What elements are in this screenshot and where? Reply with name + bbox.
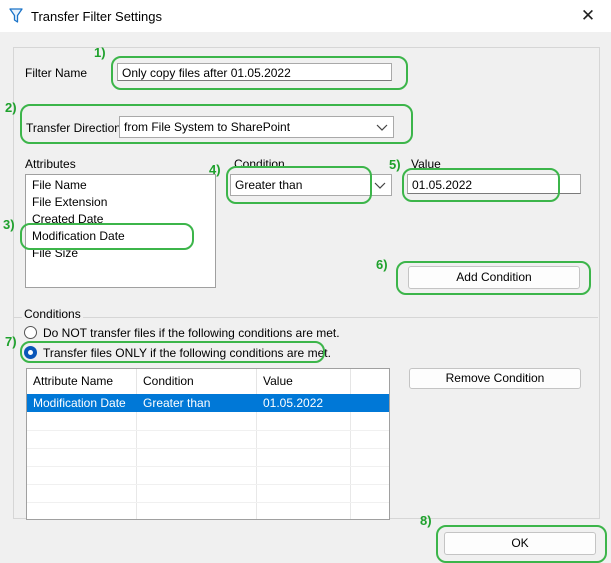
annotation-outline-4: [226, 166, 372, 204]
filter-icon: [9, 8, 23, 23]
grid-line: [136, 394, 137, 519]
conditions-table[interactable]: Attribute Name Condition Value Modificat…: [26, 368, 390, 520]
grid-line: [27, 430, 389, 431]
cell-value: 01.05.2022: [263, 396, 324, 410]
cell-attribute: Modification Date: [33, 396, 126, 410]
annotation-outline-7: [20, 341, 325, 363]
annotation-outline-3: [20, 223, 194, 250]
grid-line: [27, 484, 389, 485]
value-label: Value: [411, 157, 441, 171]
grid-line: [27, 502, 389, 503]
close-button[interactable]: ✕: [580, 6, 596, 25]
conditions-table-header: Attribute Name Condition Value: [27, 369, 389, 395]
column-header-condition[interactable]: Condition: [137, 369, 257, 394]
annotation-number-4: 4): [209, 162, 221, 177]
filter-name-input[interactable]: Only copy files after 01.05.2022: [117, 63, 392, 81]
annotation-outline-8: [436, 525, 607, 563]
attribute-item-created-date[interactable]: Created Date: [32, 212, 104, 226]
transfer-direction-value: from File System to SharePoint: [124, 120, 291, 134]
remove-condition-button[interactable]: Remove Condition: [409, 368, 581, 389]
transfer-direction-label: Transfer Direction: [26, 121, 121, 135]
radio-transfer-only-label[interactable]: Transfer files ONLY if the following con…: [43, 346, 331, 360]
grid-line: [27, 466, 389, 467]
column-header-value[interactable]: Value: [257, 369, 351, 394]
condition-value: Greater than: [235, 178, 303, 192]
annotation-number-5: 5): [389, 157, 401, 172]
ok-button[interactable]: OK: [444, 532, 596, 555]
annotation-number-7: 7): [5, 334, 17, 349]
chevron-down-icon: [374, 182, 386, 189]
table-row[interactable]: Modification Date Greater than 01.05.202…: [27, 394, 389, 412]
conditions-group-label: Conditions: [22, 307, 83, 321]
attribute-item-file-extension[interactable]: File Extension: [32, 195, 108, 209]
chevron-down-icon: [376, 124, 388, 131]
window-title: Transfer Filter Settings: [31, 9, 163, 24]
filter-name-label: Filter Name: [25, 66, 88, 80]
annotation-outline-6: [396, 261, 591, 295]
title-bar: Transfer Filter Settings ✕: [0, 0, 611, 32]
annotation-outline-5: [402, 168, 560, 202]
conditions-divider: [13, 317, 598, 318]
cell-condition: Greater than: [143, 396, 211, 410]
grid-line: [350, 394, 351, 519]
condition-dropdown[interactable]: Greater than: [230, 174, 392, 196]
annotation-outline-1: [111, 56, 408, 90]
transfer-direction-dropdown[interactable]: from File System to SharePoint: [119, 116, 394, 138]
attribute-item-modification-date[interactable]: Modification Date: [32, 229, 125, 243]
annotation-outline-2: [20, 104, 413, 144]
column-header-attribute[interactable]: Attribute Name: [27, 369, 137, 394]
value-input[interactable]: 01.05.2022: [407, 174, 581, 194]
annotation-number-3: 3): [3, 217, 15, 232]
grid-line: [256, 394, 257, 519]
annotation-number-2: 2): [5, 100, 17, 115]
annotation-number-1: 1): [94, 45, 106, 60]
add-condition-button[interactable]: Add Condition: [408, 266, 580, 289]
grid-line: [27, 448, 389, 449]
annotation-number-6: 6): [376, 257, 388, 272]
radio-do-not-transfer-label[interactable]: Do NOT transfer files if the following c…: [43, 326, 340, 340]
attributes-label: Attributes: [25, 157, 76, 171]
annotation-number-8: 8): [420, 513, 432, 528]
radio-do-not-transfer[interactable]: [24, 326, 37, 339]
attribute-item-file-name[interactable]: File Name: [32, 178, 87, 192]
